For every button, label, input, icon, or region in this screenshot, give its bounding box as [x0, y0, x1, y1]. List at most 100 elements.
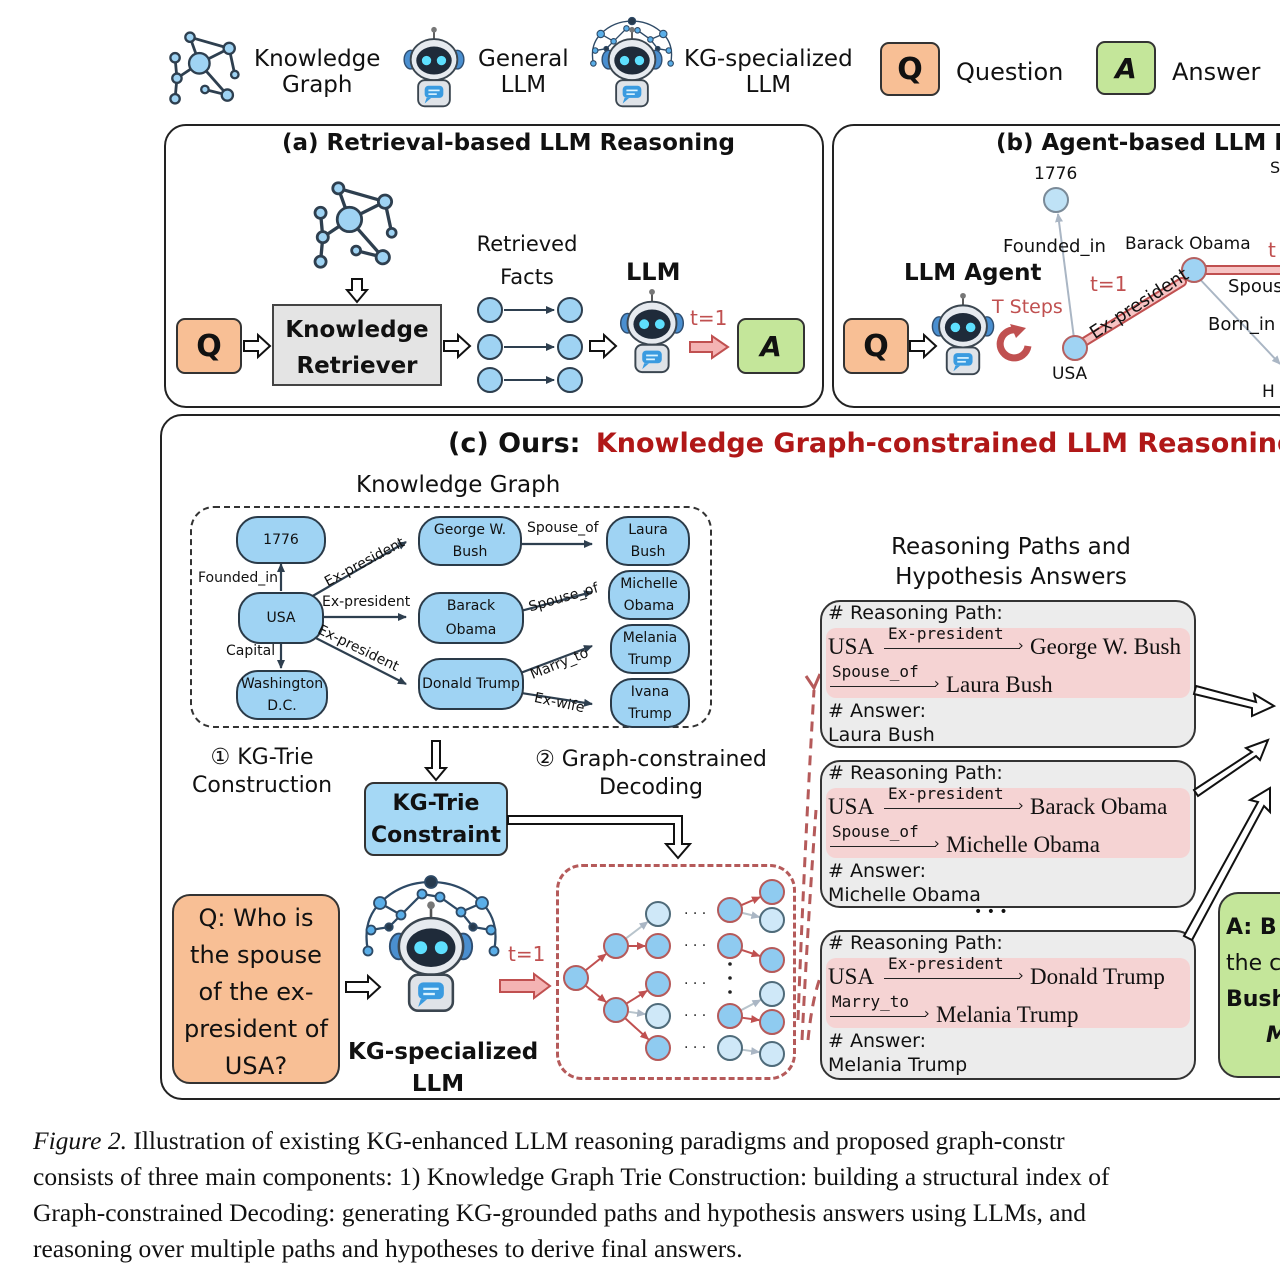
panel-a-llm-label: LLM	[626, 258, 681, 286]
fact-node	[477, 367, 503, 393]
trie-edge	[741, 911, 761, 920]
panel-a-question-box: Q	[176, 318, 242, 374]
kg-node-1776: 1776	[236, 516, 326, 564]
edge-founded-in	[1055, 213, 1076, 347]
node-label-1776: 1776	[1034, 164, 1078, 184]
trie-node	[645, 933, 671, 959]
trie-node	[759, 879, 785, 905]
trie-edge	[624, 1017, 650, 1041]
kg-specialized-llm-label: KG-specialized LLM	[348, 1039, 539, 1097]
kg-edge-label-founded-in: Founded_in	[198, 570, 279, 586]
edge-ex-president-3	[303, 631, 407, 685]
red-arrow-icon	[499, 972, 552, 1000]
panel-c-title: (c) Ours: Knowledge Graph-constrained LL…	[448, 428, 1280, 459]
panel-a-answer-box: A	[737, 318, 805, 374]
kg-specialized-llm-robot-icon	[386, 898, 476, 1018]
panel-c-title-highlight: Knowledge Graph-constrained LLM Reasonin…	[595, 428, 1280, 459]
trie-node	[717, 897, 743, 923]
node-label-partial: H	[1262, 382, 1275, 402]
trie-edge	[741, 1015, 761, 1023]
trie-edge	[625, 989, 648, 1005]
reasoning-path-header: # Reasoning Path:	[828, 602, 1003, 624]
t-steps-label: T Steps	[992, 296, 1063, 318]
step-label: t=1	[690, 306, 728, 330]
figure-number: Figure 2.	[33, 1126, 127, 1155]
step-label-2: t	[1268, 238, 1276, 262]
trie-edge	[741, 1047, 761, 1055]
edge-label-founded-in: Founded_in	[1003, 236, 1106, 257]
reasoning-path-card: # Reasoning Path: USA Ex-president › Geo…	[820, 600, 1196, 748]
reasoning-paths-title: Reasoning Paths and Hypothesis Answers	[891, 534, 1131, 590]
trie-node	[603, 933, 629, 959]
decoding-trie-box	[556, 864, 796, 1080]
answer-header: # Answer:	[828, 860, 927, 882]
reasoning-path-header: # Reasoning Path:	[828, 932, 1003, 954]
trie-node	[645, 971, 671, 997]
path-arrow-2	[830, 846, 936, 847]
answer-header: # Answer:	[828, 1030, 927, 1052]
trie-edge	[741, 948, 761, 958]
fact-node	[557, 367, 583, 393]
path-relation-2: Spouse_of	[832, 822, 919, 841]
fact-node	[477, 297, 503, 323]
path-mid-entity: Donald Trump	[1030, 964, 1165, 989]
step-label: t=1	[508, 942, 546, 966]
hypothesis-answer: Melania Trump	[828, 1054, 968, 1076]
kg-specialized-robot-body-icon	[596, 26, 668, 110]
trie-vertical-ellipsis	[728, 962, 732, 966]
trie-node	[717, 933, 743, 959]
trie-edge	[584, 953, 607, 972]
kg-edge-label-spouse-of-1: Spouse_of	[527, 520, 599, 536]
reasoning-path-card: # Reasoning Path: USA Ex-president › Don…	[820, 930, 1196, 1080]
down-arrow-icon	[423, 740, 449, 782]
node-label-barack-obama: Barack Obama	[1125, 234, 1251, 254]
kg-edge-label-capital: Capital	[226, 643, 276, 659]
right-arrow-icon	[243, 332, 272, 360]
legend-answer-label: Answer	[1172, 58, 1261, 86]
path-relation-1: Ex-president	[888, 624, 1004, 643]
fact-node	[477, 334, 503, 360]
step2-graph-constrained-decoding-label: ② Graph-constrained Decoding	[535, 747, 767, 800]
kg-title: Knowledge Graph	[356, 472, 561, 498]
trie-node	[717, 1003, 743, 1029]
right-arrow-icon	[345, 973, 382, 1001]
red-arrow-icon	[689, 334, 730, 360]
trie-node	[759, 1041, 785, 1067]
legend-kg-label: Knowledge Graph	[254, 46, 381, 98]
edge-born-in	[1194, 273, 1280, 365]
right-arrow-icon	[589, 332, 618, 360]
panel-b-question-box: Q	[843, 318, 909, 374]
figure-caption: Figure 2. Illustration of existing KG-en…	[33, 1126, 1110, 1263]
trie-edge	[584, 984, 607, 1003]
path-tail-entity: Laura Bush	[946, 672, 1053, 697]
panel-b-title: (b) Agent-based LLM R	[996, 130, 1280, 156]
trie-node	[563, 965, 589, 991]
node-1776	[1043, 187, 1069, 213]
more-paths-ellipsis: • • •	[974, 904, 1008, 920]
kg-node-george-bush: George W.Bush	[418, 516, 522, 566]
path-relation-2: Spouse_of	[832, 662, 919, 681]
trie-ellipsis: · · ·	[684, 938, 706, 954]
llm-agent-label: LLM Agent	[904, 260, 1042, 286]
answer-header: # Answer:	[828, 700, 927, 722]
path-head-entity: USA	[828, 964, 875, 989]
retrieved-facts-label: Retrieved Facts	[476, 232, 578, 289]
kg-node-donald-trump: Donald Trump	[418, 658, 524, 710]
knowledge-graph-box	[190, 506, 712, 728]
trie-ellipsis: · · ·	[684, 976, 706, 992]
legend-general-llm-label: General LLM	[478, 46, 569, 98]
trie-vertical-ellipsis	[728, 990, 732, 994]
knowledge-graph-icon	[162, 26, 246, 110]
down-arrow-icon	[344, 278, 370, 304]
right-arrow-icon	[909, 332, 938, 360]
trie-node	[759, 907, 785, 933]
path-mid-entity: Barack Obama	[1030, 794, 1168, 819]
trie-to-decoding-arrow-icon	[507, 815, 693, 860]
trie-node	[645, 1035, 671, 1061]
right-arrow-icon	[443, 332, 472, 360]
trie-edge	[624, 921, 649, 940]
trie-vertical-ellipsis	[728, 976, 732, 980]
